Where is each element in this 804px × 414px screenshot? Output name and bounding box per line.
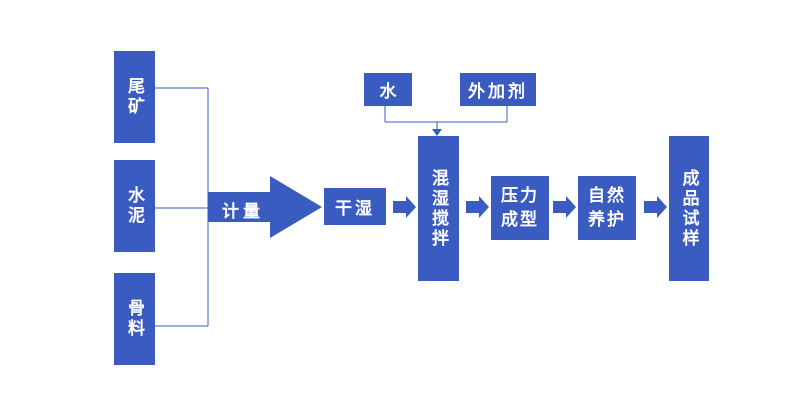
metering-label: 计量 [222,202,264,222]
pressing-label-line2: 成型 [501,210,539,230]
mixing-label: 混湿搅拌 [428,168,448,249]
pressing-label-line1: 压力 [501,186,539,206]
pressing-box: 压力 成型 [491,176,549,240]
arrow-right-icon [466,196,489,218]
curing-label-line1: 自然 [588,186,626,206]
arrow-right-icon [644,196,667,218]
curing-label-line2: 养护 [588,210,626,230]
admixture-label: 外加剂 [468,82,528,102]
input-tailings-label: 尾矿 [124,77,144,117]
input-tailings-box: 尾矿 [114,51,155,143]
input-aggregate-box: 骨料 [114,273,155,365]
water-box: 水 [364,73,412,106]
admixture-box: 外加剂 [460,73,536,106]
input-cement-box: 水泥 [114,160,155,252]
mixing-box: 混湿搅拌 [418,136,459,281]
input-cement-label: 水泥 [124,186,144,226]
metering-arrow-icon [208,176,322,238]
dry-wet-label: 干湿 [335,199,375,219]
product-box: 成品试样 [669,136,709,281]
input-aggregate-label: 骨料 [124,299,144,339]
arrow-right-icon [393,196,416,218]
arrow-down-icon [432,129,442,136]
product-label: 成品试样 [678,168,699,249]
dry-wet-box: 干湿 [324,188,386,225]
curing-box: 自然 养护 [578,176,636,240]
water-label: 水 [379,82,397,102]
arrow-right-icon [553,196,576,218]
